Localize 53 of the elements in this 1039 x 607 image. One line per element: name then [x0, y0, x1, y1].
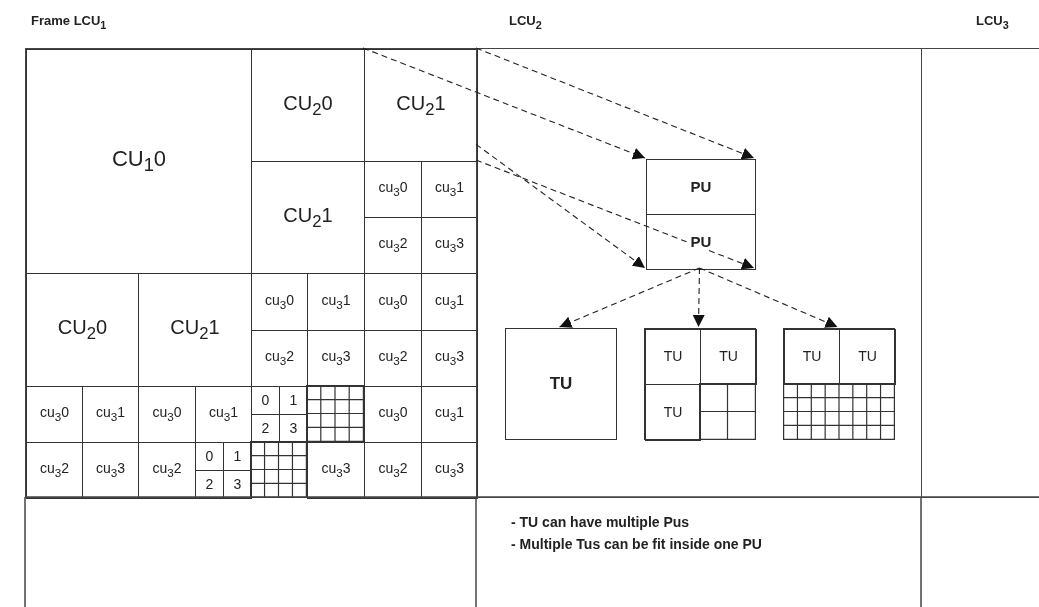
note-text: - Multiple Tus can be fit inside one PU [511, 536, 762, 552]
index-cell [223, 470, 252, 499]
unit-label: cu$_{3}$1 [433, 180, 466, 199]
unit-label: cu$_{3}$2 [263, 349, 296, 368]
unit-label: cu$_{3}$1 [94, 405, 127, 424]
arrow [698, 267, 839, 328]
unit-label: cu$_{3}$2 [377, 461, 409, 480]
transform-split-box [644, 328, 756, 440]
unit-label: cu$_{3}$2 [377, 236, 409, 255]
unit-label: cu$_{3}$3 [320, 461, 352, 480]
unit-cell [421, 442, 478, 499]
unit-cell [364, 49, 478, 162]
unit-label: cu$_{3}$1 [207, 405, 240, 424]
unit-label: cu$_{3}$0 [377, 292, 409, 312]
unit-cell [307, 442, 365, 499]
unit-cell [505, 328, 617, 440]
unit-label: cu$_{3}$3 [94, 461, 127, 480]
unit-label: cu$_{3}$1 [433, 292, 466, 312]
unit-label: cu$_{3}$3 [320, 349, 352, 368]
unit-cell [26, 49, 252, 274]
unit-cell [646, 159, 756, 215]
arrow [692, 267, 705, 328]
unit-label: cu$_{3}$0 [38, 405, 71, 424]
unit-cell [700, 329, 757, 385]
unit-label: cu$_{3}$1 [433, 405, 466, 424]
unit-label: cu$_{3}$3 [433, 236, 466, 255]
unit-label: cu$_{3}$2 [151, 461, 183, 480]
unit-label: cu$_{3}$0 [377, 180, 409, 199]
unit-label: cu$_{3}$1 [320, 292, 352, 312]
unit-cell [839, 329, 896, 385]
unit-label: cu$_{3}$3 [433, 461, 466, 480]
unit-cell [646, 214, 756, 270]
unit-label: cu$_{3}$0 [263, 292, 296, 312]
arrow [475, 47, 755, 160]
unit-label: cu$_{3}$2 [38, 461, 71, 480]
arrow [475, 143, 646, 269]
index-cell [279, 414, 308, 443]
unit-cell [645, 329, 701, 385]
frame-heading: LCU$_{2}$ [509, 13, 542, 31]
unit-label: cu$_{3}$3 [433, 349, 466, 368]
arrow [362, 47, 646, 160]
note-text: - TU can have multiple Pus [511, 514, 690, 530]
unit-cell [784, 329, 840, 385]
transform-split-box [783, 328, 895, 440]
arrow [475, 159, 755, 270]
unit-label: cu$_{3}$2 [377, 349, 409, 368]
unit-label: cu$_{3}$0 [377, 405, 409, 424]
frame-heading: Frame LCU$_{1}$ [31, 13, 107, 31]
unit-cell [645, 384, 701, 441]
unit-label: cu$_{3}$0 [151, 405, 183, 424]
frame-heading: LCU$_{3}$ [976, 13, 1009, 31]
arrow [558, 267, 701, 328]
unit-cell [26, 442, 83, 499]
